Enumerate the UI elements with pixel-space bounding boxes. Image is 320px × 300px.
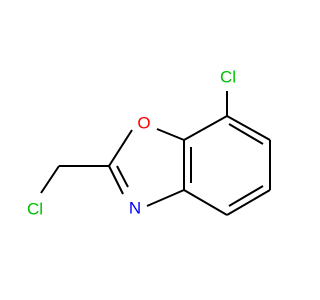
bond-c5-c4 (226, 189, 271, 216)
bonds (40, 91, 271, 216)
bond-n-c3a (146, 189, 185, 207)
atom-nitrogen: N (129, 199, 141, 218)
atom-chlorine-left: Cl (27, 200, 43, 219)
bond-c5-c4-inner (228, 185, 264, 207)
bond-c7a-o (156, 128, 185, 141)
bond-ch2-cl (40, 165, 60, 194)
atom-labels: Cl O N Cl (27, 68, 236, 219)
bond-c2-n-inner (116, 165, 129, 188)
bond-c2-n (108, 165, 124, 195)
bond-c7-c7a (183, 115, 228, 141)
bond-c7-c6 (226, 115, 271, 141)
molecule-structure-diagram: Cl O N Cl (27, 68, 271, 219)
atom-oxygen: O (137, 114, 150, 133)
atom-chlorine-top: Cl (220, 68, 236, 87)
bond-c4-c3a (183, 189, 228, 216)
bond-o-c2 (108, 129, 133, 167)
bond-c7-c6-inner (228, 123, 264, 145)
